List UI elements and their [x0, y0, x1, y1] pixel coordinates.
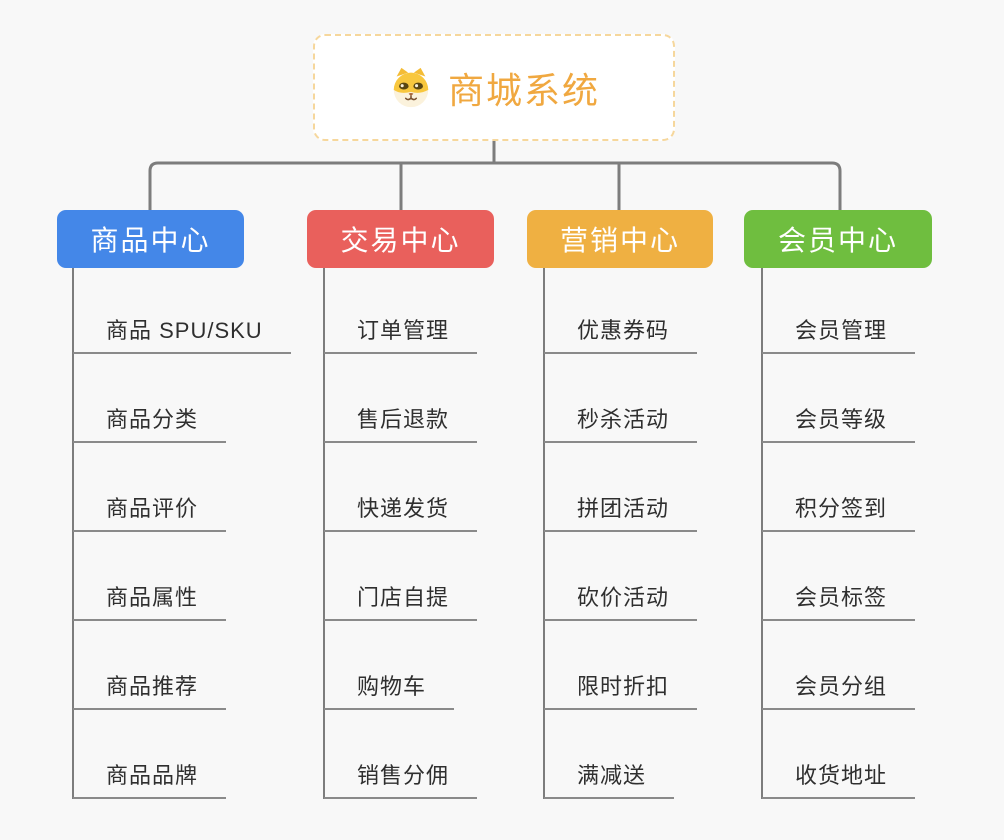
leaf-topic[interactable]: 门店自提 [324, 575, 478, 621]
leaf-topic-label: 售后退款 [357, 407, 450, 432]
leaf-topic[interactable]: 销售分佣 [324, 753, 478, 799]
leaf-topic[interactable]: 秒杀活动 [544, 397, 698, 443]
leaf-topic[interactable]: 快递发货 [324, 486, 478, 532]
leaf-topic-label: 订单管理 [357, 318, 450, 343]
leaf-topic-label: 商品品牌 [106, 763, 199, 788]
leaf-topic[interactable]: 满减送 [544, 753, 675, 799]
leaf-topic-label: 限时折扣 [577, 674, 670, 699]
leaf-topic-label: 秒杀活动 [577, 407, 670, 432]
leaf-topic-label: 商品评价 [106, 496, 199, 521]
leaf-topic-label: 商品推荐 [106, 674, 199, 699]
branch-topic-label: 营销中心 [559, 225, 680, 256]
branch-topic-label: 交易中心 [340, 225, 461, 256]
leaf-topic-label: 优惠券码 [577, 318, 670, 343]
leaf-topic-label: 满减送 [577, 763, 647, 788]
leaf-topic-label: 商品 SPU/SKU [106, 318, 263, 343]
leaf-topic[interactable]: 砍价活动 [544, 575, 698, 621]
branch-topic-label: 商品中心 [90, 225, 211, 256]
leaf-topic[interactable]: 商品评价 [73, 486, 227, 532]
leaf-topic-label: 购物车 [357, 674, 427, 699]
leaf-topic[interactable]: 商品 SPU/SKU [73, 308, 291, 354]
leaf-topic-label: 拼团活动 [577, 496, 670, 521]
leaf-topic[interactable]: 限时折扣 [544, 664, 698, 710]
leaf-topic[interactable]: 会员标签 [762, 575, 916, 621]
leaf-topic[interactable]: 订单管理 [324, 308, 478, 354]
leaf-topic[interactable]: 会员分组 [762, 664, 916, 710]
leaf-topic-label: 门店自提 [357, 585, 450, 610]
leaf-topic[interactable]: 商品推荐 [73, 664, 227, 710]
leaf-topic[interactable]: 售后退款 [324, 397, 478, 443]
branch-topic-label: 会员中心 [777, 225, 898, 256]
leaf-topic[interactable]: 收货地址 [762, 753, 916, 799]
branch-topic-3[interactable]: 营销中心 [527, 210, 713, 268]
dog-icon [393, 67, 429, 107]
leaf-topic-label: 商品属性 [106, 585, 199, 610]
leaf-topic-label: 会员分组 [795, 674, 888, 699]
leaf-topic[interactable]: 商品品牌 [73, 753, 227, 799]
leaf-topic-label: 会员等级 [795, 407, 888, 432]
leaf-topic-label: 收货地址 [795, 763, 888, 788]
branch-topic-4[interactable]: 会员中心 [744, 210, 932, 268]
leaf-topic[interactable]: 拼团活动 [544, 486, 698, 532]
leaf-topic[interactable]: 积分签到 [762, 486, 916, 532]
leaf-topic-label: 砍价活动 [577, 585, 670, 610]
leaf-topic-label: 会员管理 [795, 318, 888, 343]
leaf-topic-label: 销售分佣 [357, 763, 450, 788]
leaf-topic-label: 商品分类 [106, 407, 199, 432]
leaf-topic-label: 积分签到 [795, 496, 888, 521]
leaf-topic[interactable]: 商品属性 [73, 575, 227, 621]
leaf-topic[interactable]: 优惠券码 [544, 308, 698, 354]
leaf-topic-label: 会员标签 [795, 585, 888, 610]
leaf-topic[interactable]: 购物车 [324, 664, 455, 710]
root-topic[interactable]: 商城系统 [313, 34, 675, 141]
branch-topic-2[interactable]: 交易中心 [307, 210, 494, 268]
leaf-topic[interactable]: 会员等级 [762, 397, 916, 443]
leaf-topic[interactable]: 商品分类 [73, 397, 227, 443]
leaf-topic-label: 快递发货 [357, 496, 450, 521]
leaf-topic[interactable]: 会员管理 [762, 308, 916, 354]
root-topic-title: 商城系统 [447, 69, 600, 111]
branch-topic-1[interactable]: 商品中心 [57, 210, 244, 268]
